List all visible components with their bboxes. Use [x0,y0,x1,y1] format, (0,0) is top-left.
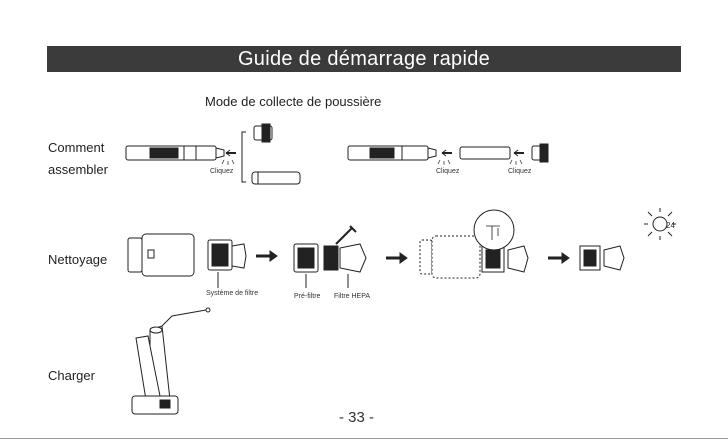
caption-hepa-filter: Filtre HEPA [334,293,370,300]
page-number: - 33 - [339,409,374,426]
dust-container-illustration-2 [420,236,480,278]
filter-assembly-illustration-2 [482,246,528,272]
right-arrow-icon [256,251,277,261]
vacuum-body-illustration [126,146,224,160]
brush-icon [336,226,356,244]
bottom-divider [0,438,728,439]
caption-click-2: Cliquez [436,168,459,175]
right-arrow-icon-3 [548,253,569,263]
charging-stand-illustration [132,308,210,414]
caption-filter-system: Système de filtre [206,290,258,297]
left-arrow-icon-2 [438,150,452,165]
motor-cap-illustration-2 [532,144,548,162]
motor-cap-illustration [254,124,272,142]
dust-cup-illustration-2 [460,147,510,159]
pre-filter-illustration [294,244,318,288]
caption-click-3: Cliquez [508,168,531,175]
caption-24-hours: 24 [666,221,675,230]
filter-assembly-illustration-3 [580,246,624,270]
bracket-divider [242,132,246,182]
magnifier-detail-illustration [474,210,514,250]
caption-click-1: Cliquez [210,168,233,175]
vacuum-body-illustration-2 [348,146,436,160]
hepa-filter-illustration [324,244,366,288]
caption-pre-filter: Pré-filtre [294,293,320,300]
left-arrow-icon-3 [510,150,524,165]
dust-cup-illustration [252,172,300,184]
filter-assembly-illustration [208,240,246,288]
right-arrow-icon-2 [386,253,407,263]
dust-container-illustration [128,234,194,276]
